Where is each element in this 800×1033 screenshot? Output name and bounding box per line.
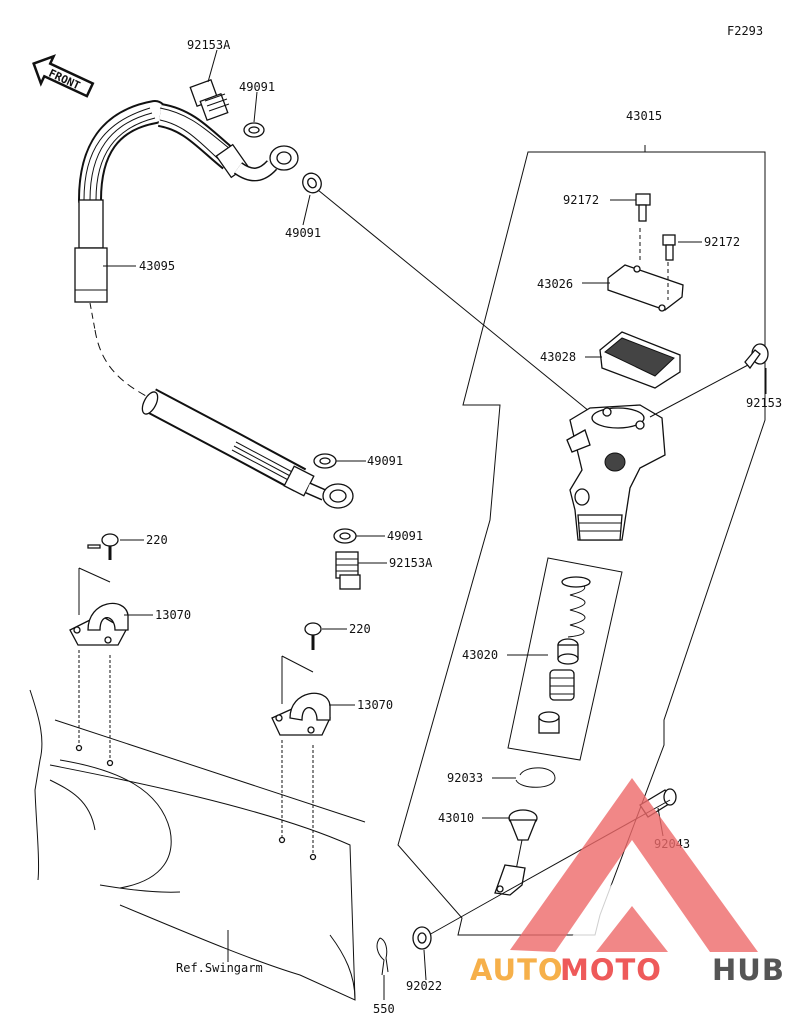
callout-13070-b: 13070	[357, 698, 393, 712]
callout-220-b: 220	[349, 622, 371, 636]
ref-swingarm-label: Ref.Swingarm	[176, 961, 263, 975]
callout-92172-a: 92172	[563, 193, 599, 207]
swingarm-outline	[29, 689, 366, 1001]
circlip-92033	[515, 767, 556, 788]
hose-banjo-top	[157, 103, 299, 182]
hose-lower	[141, 388, 354, 509]
callout-92153A-bottom: 92153A	[389, 556, 433, 570]
screw-92153	[744, 343, 769, 370]
piston-kit-43020	[538, 576, 591, 734]
hose-upper	[74, 100, 167, 399]
cotter-pin-550	[376, 937, 389, 976]
push-rod-43010	[494, 809, 538, 896]
watermark-hub: HUB	[712, 953, 785, 987]
callout-43095: 43095	[139, 259, 175, 273]
callout-92172-b: 92172	[704, 235, 740, 249]
callout-92153A-top: 92153A	[187, 38, 231, 52]
callout-92033: 92033	[447, 771, 483, 785]
piston-kit-box	[507, 557, 623, 761]
callout-43026: 43026	[537, 277, 573, 291]
bolt-92153A-bottom	[335, 551, 361, 590]
callout-550: 550	[373, 1002, 395, 1016]
cap-43026	[607, 264, 684, 312]
callout-43015: 43015	[626, 109, 662, 123]
clamp-13070-right	[271, 622, 331, 861]
watermark-moto: MOTO	[560, 953, 662, 987]
callout-43010: 43010	[438, 811, 474, 825]
callout-49091-a: 49091	[239, 80, 275, 94]
callout-49091-c: 49091	[367, 454, 403, 468]
callout-49091-d: 49091	[387, 529, 423, 543]
front-arrow: FRONT	[32, 54, 95, 98]
clamp-13070-left	[69, 533, 129, 767]
callout-49091-b: 49091	[285, 226, 321, 240]
callout-43028: 43028	[540, 350, 576, 364]
callout-43020: 43020	[462, 648, 498, 662]
screw-92172-a	[635, 193, 651, 262]
watermark-logo	[510, 778, 758, 952]
bolt-92153A-top	[189, 79, 230, 121]
callout-92153: 92153	[746, 396, 782, 410]
diaphragm-43028	[599, 331, 681, 389]
master-cylinder-body	[566, 404, 666, 541]
callout-13070-a: 13070	[155, 608, 191, 622]
watermark-auto: AUTO	[470, 953, 564, 987]
figure-code: F2293	[727, 24, 763, 38]
callout-220-a: 220	[146, 533, 168, 547]
callout-92022: 92022	[406, 979, 442, 993]
screw-92172-b	[662, 234, 676, 300]
